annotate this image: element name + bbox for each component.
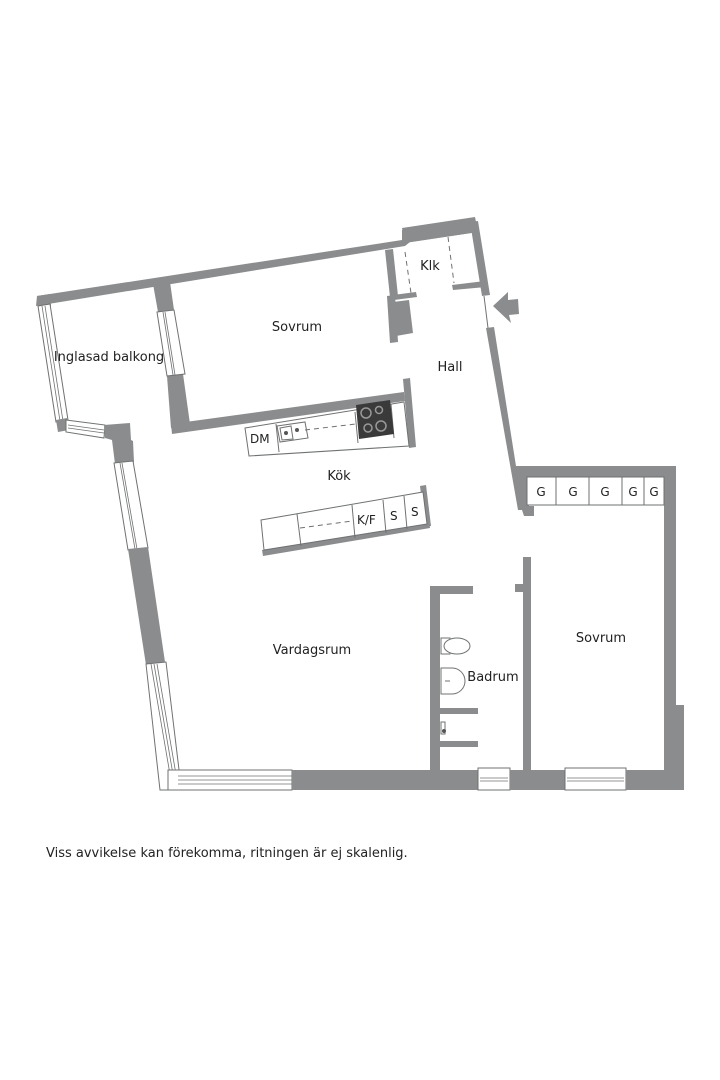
cabinet-label: S (390, 509, 398, 523)
entrance-arrow-icon (493, 292, 519, 323)
room-label-balkong: Inglasad balkong (54, 350, 164, 365)
wall-hall-stub (393, 300, 413, 336)
room-label-vardagsrum: Vardagsrum (273, 643, 351, 658)
disclaimer-text: Viss avvikelse kan förekomma, ritningen … (46, 846, 408, 861)
wall-kitchen-end (403, 378, 416, 448)
wall-klk-shelf-right (452, 281, 486, 290)
wall-badrum-top (430, 586, 473, 594)
cabinet-label: S (411, 505, 419, 519)
window-balkong-south[interactable] (65, 419, 106, 439)
wall-klk-shelf-left (393, 292, 417, 300)
wall-klk-right (470, 221, 490, 296)
wall-badrum-east (523, 557, 531, 770)
wardrobe-label: G (536, 485, 545, 499)
window-badrum[interactable] (477, 767, 511, 791)
window-sovrum2-south[interactable] (564, 767, 627, 791)
room-label-sovrum-2: Sovrum (576, 631, 626, 646)
dishwasher-label: DM (250, 432, 270, 446)
shower-icon (440, 721, 446, 735)
wall-klk-left (385, 249, 398, 297)
wall-east (664, 466, 684, 790)
window-sovrum1-west[interactable] (156, 309, 186, 377)
room-label-kok: Kök (327, 469, 351, 484)
wall-top (36, 218, 478, 306)
wardrobe-label: G (600, 485, 609, 499)
wall-badrum-shelf-1 (440, 708, 478, 714)
wall-sovrum1-right (387, 295, 398, 343)
fridge-freezer-label: K/F (357, 513, 376, 527)
wardrobe-label: G (628, 485, 637, 499)
wall-living-west-top (104, 423, 134, 464)
wall-badrum-east-nub (515, 584, 523, 592)
window-living-west-1[interactable] (113, 460, 149, 551)
room-label-klk: Klk (420, 259, 440, 274)
washbasin-icon (440, 667, 466, 695)
wall-hall-east (486, 327, 534, 516)
room-label-hall: Hall (438, 360, 463, 375)
wall-klk-top (402, 217, 478, 243)
wall-living-west-mid (128, 547, 165, 665)
wardrobe-label: G (649, 485, 658, 499)
wardrobe-row: G G G G G (526, 476, 665, 506)
wall-sovrum1-bottom (171, 392, 405, 434)
wall-balkong-divider-bottom (167, 374, 190, 428)
room-label-badrum: Badrum (467, 670, 518, 685)
wall-badrum-shelf-2 (440, 741, 478, 747)
wardrobe-label: G (568, 485, 577, 499)
wall-wardrobe-top (516, 466, 676, 477)
wall-badrum-west (430, 586, 440, 770)
kitchen-island (260, 491, 428, 551)
wall-south-1 (292, 770, 478, 790)
room-label-sovrum-1: Sovrum (272, 320, 322, 335)
sink-icon (276, 421, 309, 443)
wall-balkong-divider-top (153, 282, 174, 312)
stove-icon (356, 400, 394, 439)
wall-south-2 (510, 770, 565, 790)
toilet-icon (440, 637, 471, 655)
